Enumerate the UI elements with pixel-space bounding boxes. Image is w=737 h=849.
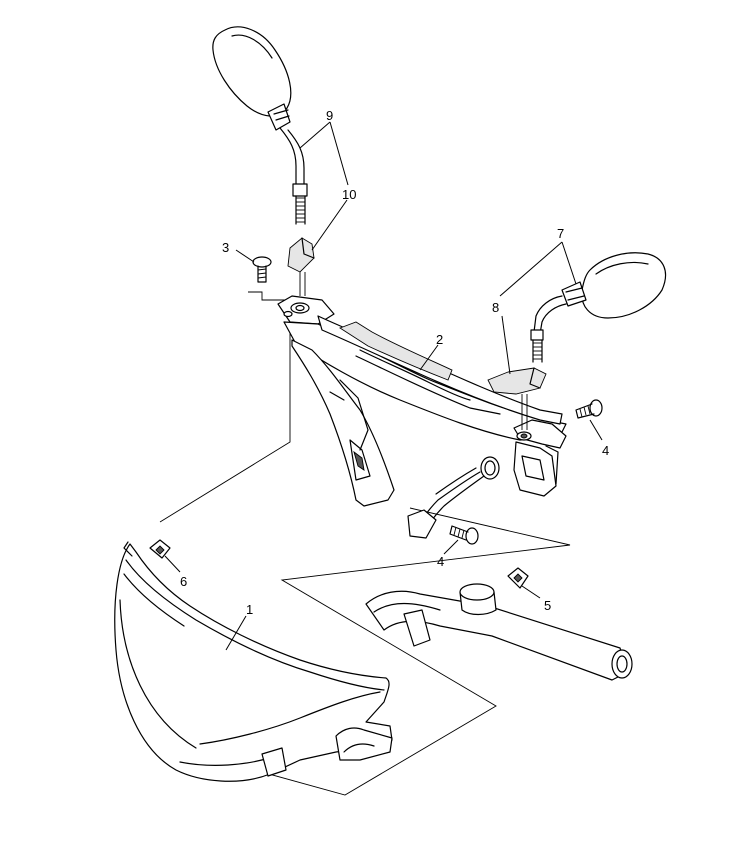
wiring-harness xyxy=(407,467,485,539)
callout-1: 1 xyxy=(246,602,253,617)
screw-left xyxy=(252,256,272,283)
reference-outline xyxy=(159,291,571,796)
callout-10: 10 xyxy=(342,187,356,202)
right-mirror-cover xyxy=(487,367,547,430)
callout-4-upper: 4 xyxy=(602,443,609,458)
left-mirror-thread xyxy=(295,195,306,225)
callout-6: 6 xyxy=(180,574,187,589)
screw-upper-right xyxy=(575,399,603,419)
front-headlight-cover xyxy=(114,541,393,782)
callout-5: 5 xyxy=(544,598,551,613)
callout-2: 2 xyxy=(436,332,443,347)
clip-nut-right xyxy=(507,567,529,589)
handlebar-tube xyxy=(365,583,633,681)
callout-4-lower: 4 xyxy=(437,554,444,569)
screw-lower xyxy=(449,525,479,545)
callout-labels: 9 10 3 2 7 8 4 4 5 6 1 xyxy=(180,108,609,617)
callout-7: 7 xyxy=(557,226,564,241)
callout-9: 9 xyxy=(326,108,333,123)
callout-8: 8 xyxy=(492,300,499,315)
right-mirror-thread xyxy=(532,339,543,363)
left-mirror-cover xyxy=(287,237,315,296)
right-mirror xyxy=(530,252,667,363)
callout-3: 3 xyxy=(222,240,229,255)
clip-nut-left xyxy=(149,539,171,559)
callout-leaders xyxy=(164,121,603,651)
left-mirror xyxy=(212,26,308,225)
handlebar-upper-cover xyxy=(277,295,567,507)
